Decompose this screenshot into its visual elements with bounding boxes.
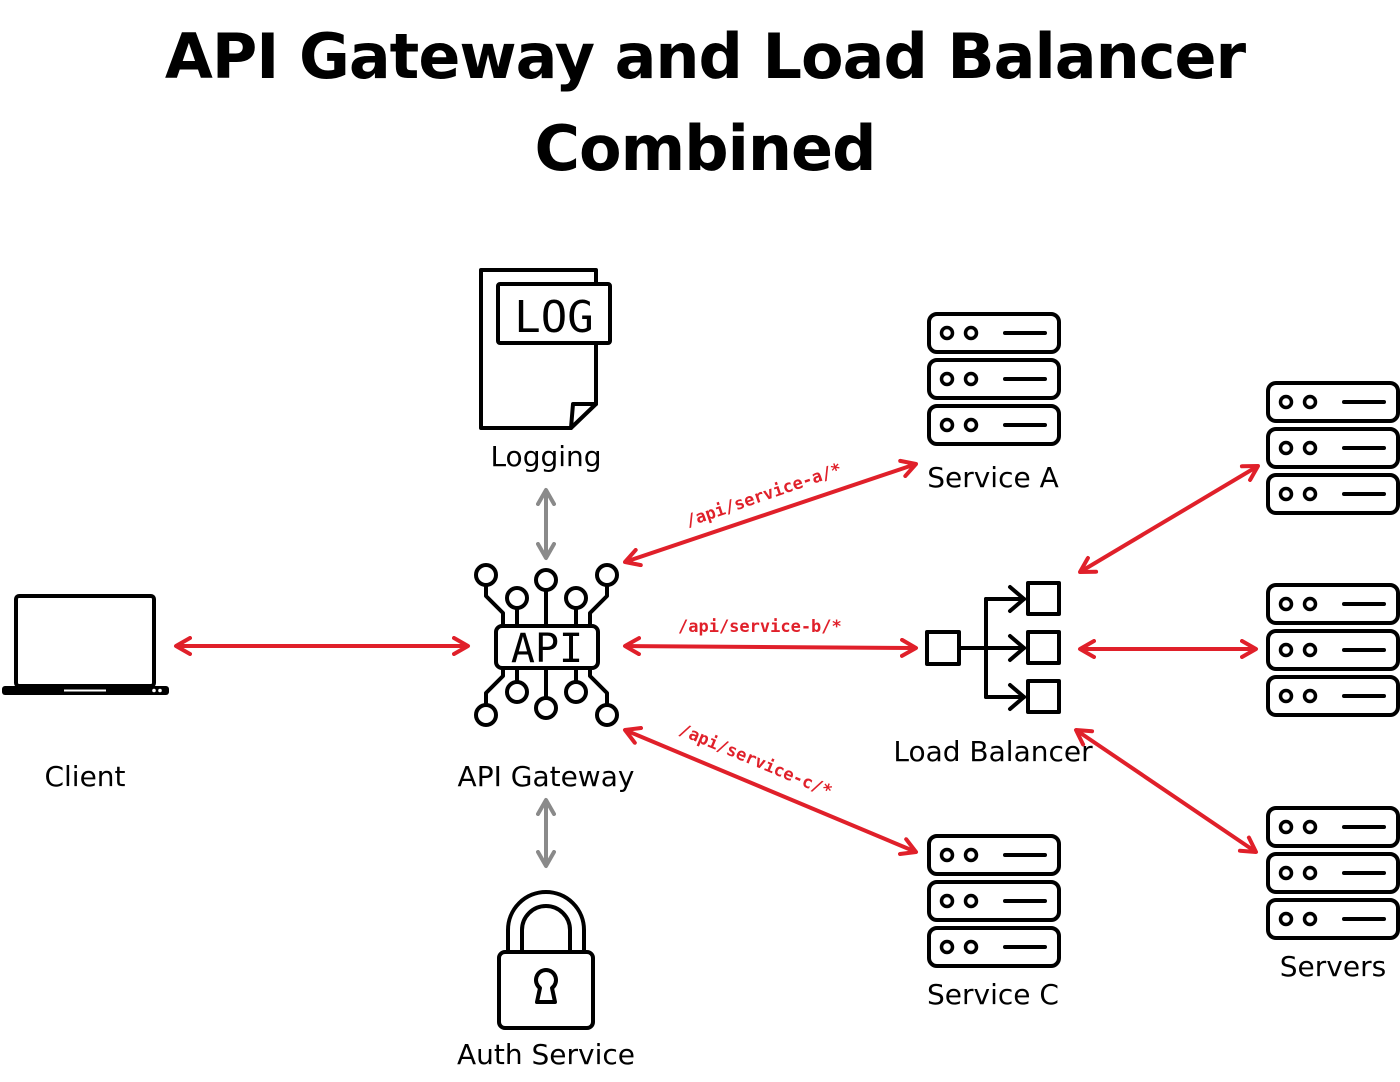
- gateway-service-a-arrow: [623, 458, 918, 568]
- load-balancer-server-3-arrow: [1074, 728, 1258, 854]
- route-label-service-b: /api/service-b/*: [678, 617, 842, 637]
- servers-label: Servers: [1280, 950, 1386, 983]
- log-file-text: LOG: [514, 292, 593, 343]
- logging-label: Logging: [490, 440, 601, 473]
- api-chip-icon: [474, 563, 619, 727]
- load-balancer-icon: [925, 581, 1061, 714]
- api-chip-text: API: [511, 626, 583, 672]
- api-gateway-label: API Gateway: [458, 760, 635, 793]
- service-c-label: Service C: [927, 978, 1059, 1011]
- laptop-icon: [2, 594, 169, 695]
- server-2-icon: [1266, 583, 1400, 717]
- client-label: Client: [44, 760, 125, 793]
- gateway-service-c-arrow: [623, 726, 918, 856]
- gateway-load-balancer-arrow: [623, 636, 918, 658]
- diagram-title-line-1: API Gateway and Load Balancer: [165, 20, 1247, 93]
- server-3-icon: [1266, 806, 1400, 940]
- diagram-title-line-2: Combined: [535, 112, 876, 185]
- server-1-icon: [1266, 381, 1400, 515]
- auth-service-label: Auth Service: [457, 1038, 635, 1071]
- service-a-server-icon: [927, 312, 1061, 446]
- load-balancer-server-1-arrow: [1078, 464, 1260, 574]
- service-c-server-icon: [927, 834, 1061, 968]
- log-file-icon: [479, 268, 612, 430]
- load-balancer-label: Load Balancer: [893, 735, 1093, 768]
- padlock-icon: [497, 890, 595, 1030]
- service-a-label: Service A: [927, 461, 1059, 494]
